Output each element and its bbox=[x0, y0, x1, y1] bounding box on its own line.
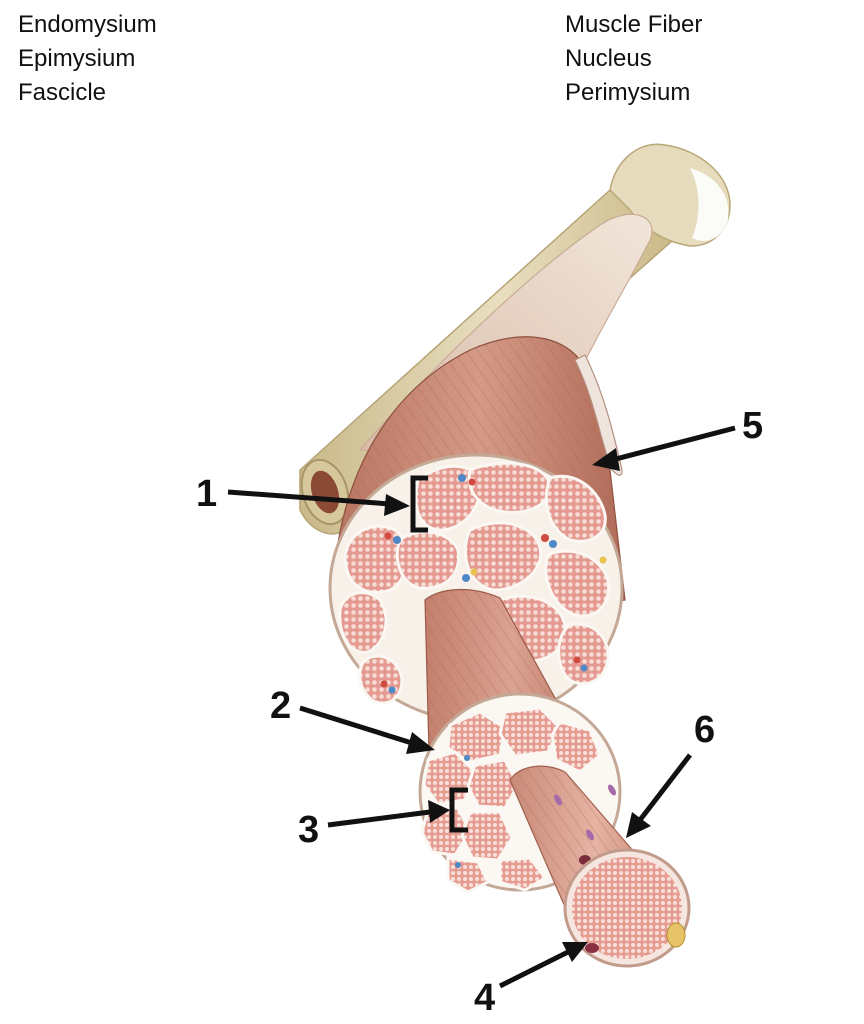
fascicle bbox=[414, 464, 482, 532]
fascicle-bundles bbox=[338, 461, 611, 705]
arrow-6 bbox=[638, 753, 692, 822]
word-bank-right: Muscle Fiber Nucleus Perimysium bbox=[565, 8, 702, 110]
bracket-3 bbox=[449, 787, 468, 833]
blood-vessels bbox=[380, 474, 607, 694]
arrow-4 bbox=[498, 949, 570, 989]
fascicle bbox=[467, 461, 551, 514]
arrow-3 bbox=[327, 809, 431, 828]
label-number-3: 3 bbox=[298, 809, 319, 851]
label-number-5: 5 bbox=[742, 405, 763, 447]
word-bank-term: Perimysium bbox=[565, 79, 691, 106]
fiber-section bbox=[446, 710, 507, 764]
fascicle bbox=[395, 530, 461, 590]
word-bank-term: Endomysium bbox=[18, 11, 157, 38]
word-bank-term: Epimysium bbox=[18, 45, 136, 72]
arrow-1 bbox=[227, 489, 391, 507]
label-number-2: 2 bbox=[270, 685, 291, 727]
label-number-4: 4 bbox=[474, 977, 495, 1019]
muscle-cross-section bbox=[328, 453, 624, 723]
myofibrils bbox=[572, 857, 682, 959]
arrow-5 bbox=[611, 425, 736, 463]
arrow-2 bbox=[299, 705, 416, 747]
bracket-1 bbox=[410, 475, 428, 533]
fascicle bbox=[544, 474, 607, 543]
fiber-section bbox=[498, 706, 562, 758]
fascicle bbox=[358, 654, 404, 705]
fiber-section bbox=[550, 720, 602, 774]
word-bank-term: Muscle Fiber bbox=[565, 11, 703, 38]
word-bank-term: Nucleus bbox=[565, 45, 652, 72]
word-bank-term: Fascicle bbox=[18, 79, 107, 106]
fiber-section bbox=[498, 856, 548, 892]
nucleus bbox=[585, 943, 599, 953]
label-number-6: 6 bbox=[694, 709, 715, 751]
fiber-section bbox=[466, 758, 520, 810]
word-bank-left: Endomysium Epimysium Fascicle bbox=[18, 8, 157, 110]
fascicle bbox=[544, 549, 611, 618]
single-muscle-fiber bbox=[509, 765, 691, 968]
label-number-1: 1 bbox=[196, 473, 217, 515]
epimysium-flap bbox=[574, 354, 623, 476]
fascicle bbox=[463, 521, 543, 592]
fascicle bbox=[338, 591, 388, 654]
fascicle bbox=[557, 622, 610, 686]
fiber-section bbox=[460, 810, 514, 862]
